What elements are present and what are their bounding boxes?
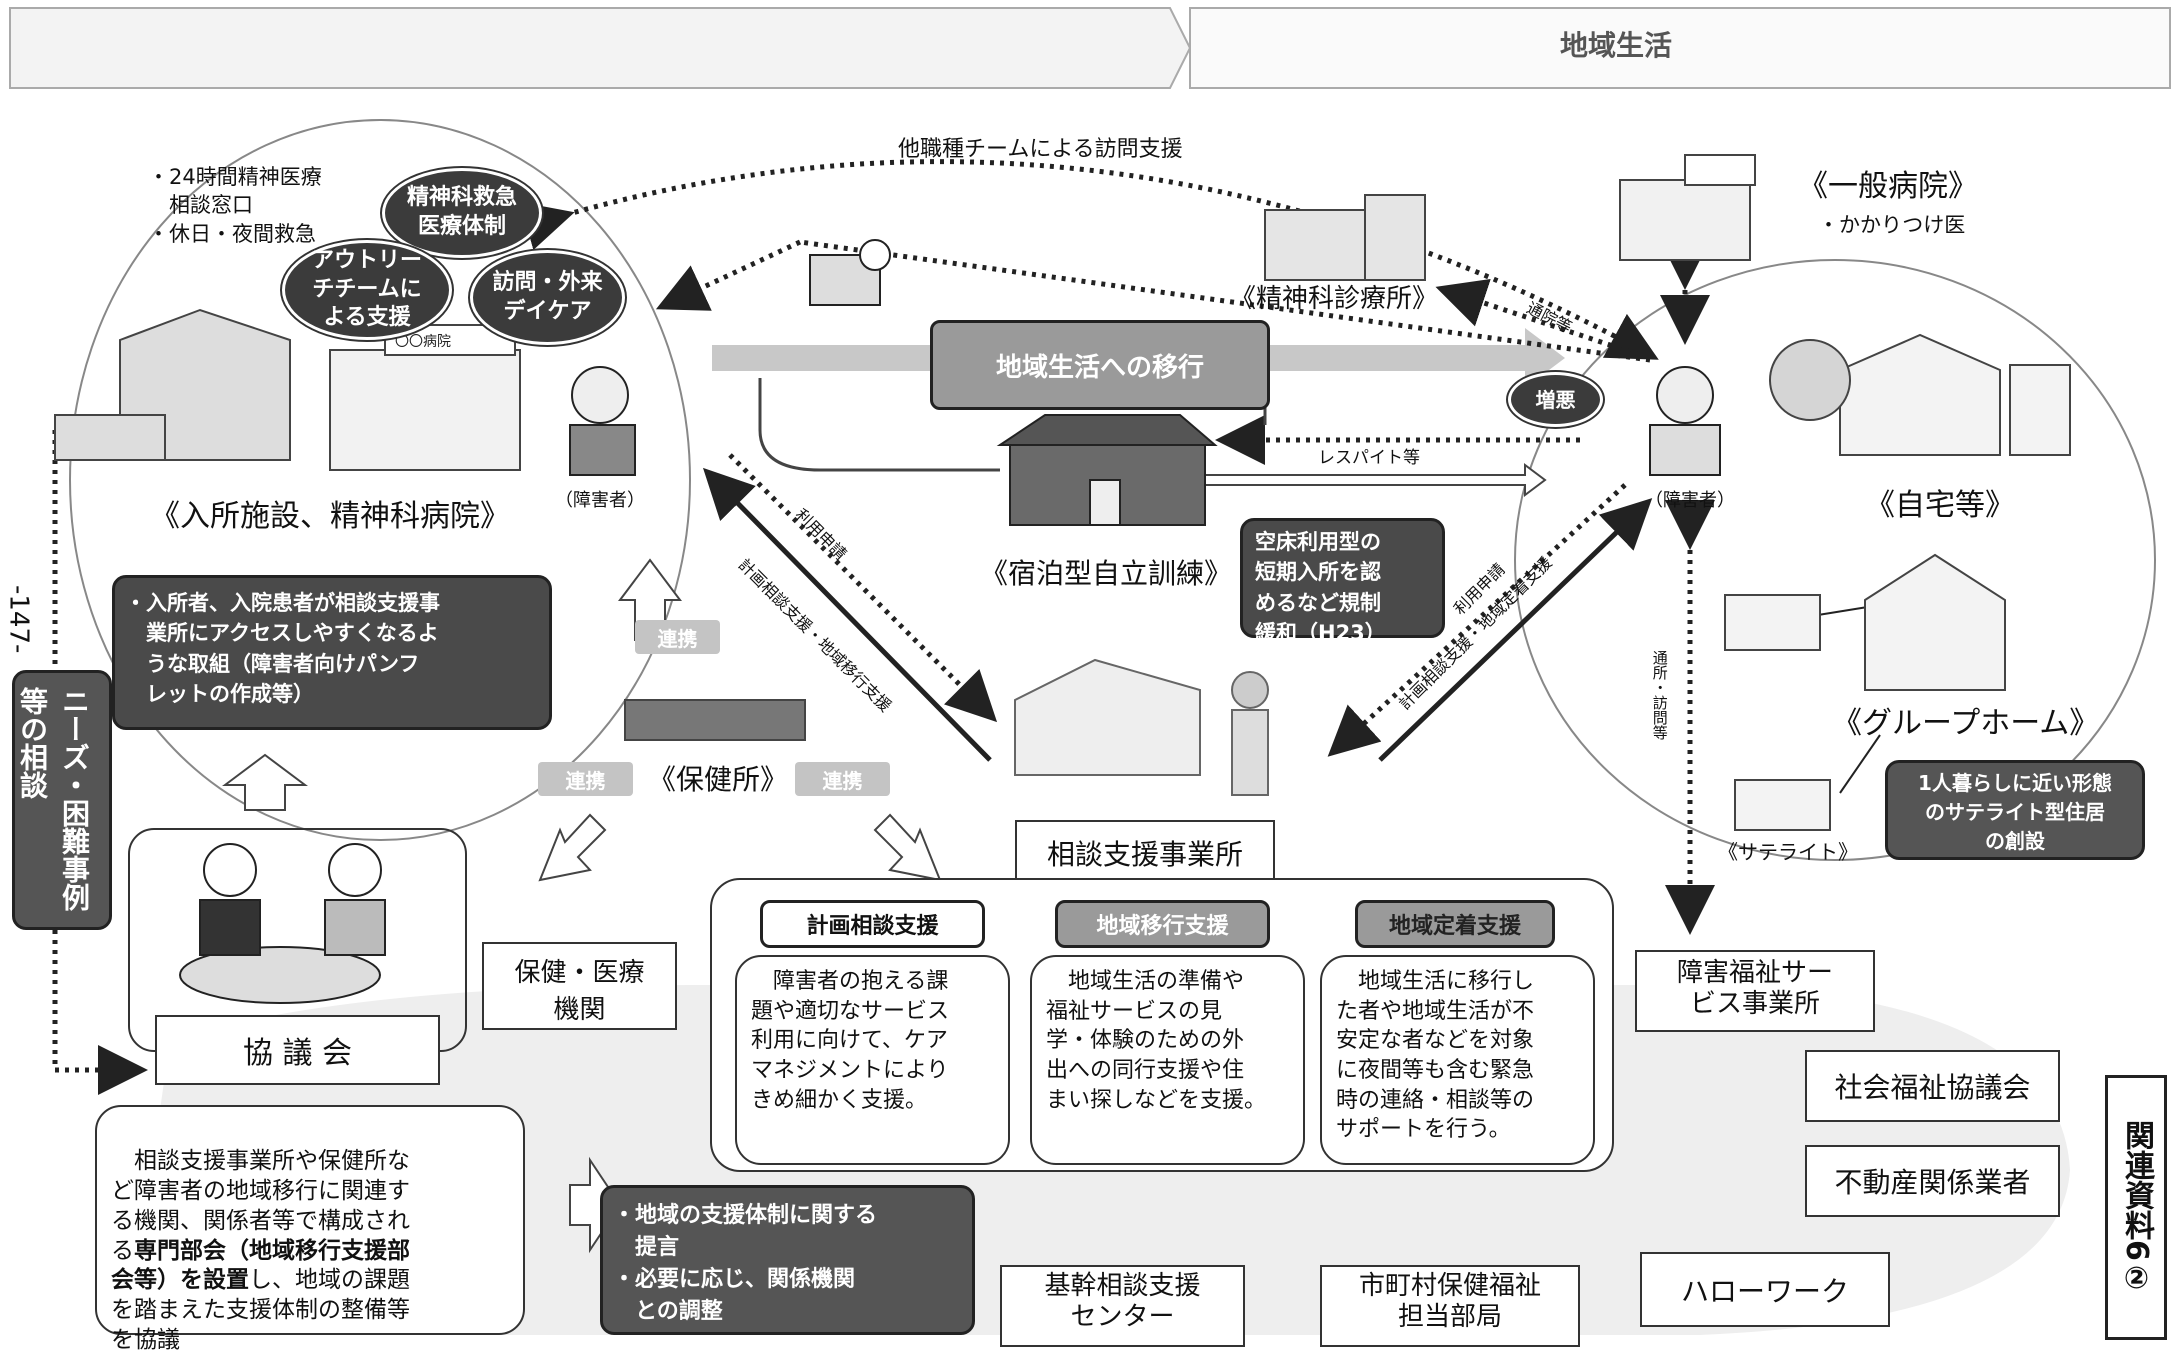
right-solid-up (1378, 498, 1653, 762)
core-consult-center: 基幹相談支援 センター (1000, 1265, 1245, 1347)
banner-arrow (9, 7, 1192, 89)
training-callout: 空床利用型の 短期入所を認 めるなど規制 緩和（H23） (1240, 518, 1445, 645)
plan-support-title: 計画相談支援 (760, 900, 985, 948)
plan-support-body: 障害者の抱える課 題や適切なサービス 利用に向けて、ケア マネジメントにより き… (735, 955, 1010, 1165)
person-left (569, 366, 636, 476)
clinic-label: 《精神科診療所》 (1230, 284, 1439, 314)
banner-label: 地域生活 (1560, 29, 1673, 62)
meeting-illustration (179, 843, 386, 1004)
satellite-label: 《サテライト》 (1718, 840, 1858, 864)
council-label-box: 協 議 会 (155, 1015, 440, 1085)
council-desc-part2: し、地域の課題 を踏まえた支援体制の整備等 を協議 (111, 1267, 410, 1354)
proposal-box: ・地域の支援体制に関する 提言 ・必要に応じ、関係機関 との調整 (600, 1185, 975, 1335)
training-out-arrow (1204, 463, 1547, 497)
home-label: 《自宅等》 (1865, 488, 2015, 523)
left-dotted-down (728, 453, 998, 723)
needs-loop (52, 422, 148, 1095)
consult-office-label: 相談支援事業所 (1015, 820, 1275, 885)
hollow-arrow-up-center (222, 753, 308, 811)
emergency-psych-oval: 精神科救急 医療体制 (382, 168, 542, 258)
visit-vertical-label: 通所・訪問等 (1650, 650, 1669, 740)
hello-work: ハローワーク (1640, 1252, 1890, 1327)
hollow-arrow-left-down (538, 813, 607, 882)
training-label: 《宿泊型自立訓練》 (980, 557, 1233, 590)
training-bracket-left (758, 378, 1000, 472)
social-welfare-council: 社会福祉協議会 (1805, 1050, 2060, 1122)
respite-label: レスパイト等 (1318, 448, 1420, 468)
settle-support-title: 地域定着支援 (1355, 900, 1555, 948)
link-tag-right: 連携 (795, 762, 890, 796)
right-region-ellipse (1514, 259, 2156, 861)
dotted-to-outreach (799, 239, 1651, 363)
gh-connector-2 (1839, 734, 1881, 794)
council-desc-panel: 相談支援事業所や保健所な ど障害者の地域移行に関連す る機関、関係者等で構成され… (95, 1105, 525, 1353)
needs-difficulty-box: ニーズ・困難事例 等の相談 (12, 670, 112, 930)
institution-building (54, 308, 291, 461)
left-region-ellipse (69, 119, 691, 841)
person-left-caption: （障害者） (555, 490, 645, 511)
institution-hospital-label: 《入所施設、精神科病院》 (150, 499, 510, 534)
hollow-arrow-right-down (873, 813, 942, 882)
real-estate-agents: 不動産関係業者 (1805, 1145, 2060, 1217)
transition-support-title: 地域移行支援 (1055, 900, 1270, 948)
health-med-box: 保健・医療 機関 (482, 942, 677, 1030)
car-and-staff (1014, 658, 1269, 796)
visit-daycare-oval: 訪問・外来 デイケア (470, 250, 625, 345)
home-house (1769, 333, 2071, 456)
settle-support-body: 地域生活に移行し た者や地域生活が不 安定な者などを対象 に夜間等も含む緊急 時… (1320, 955, 1595, 1165)
dotted-to-visit (655, 239, 802, 311)
banner-bar (1189, 7, 2171, 89)
municipal-health-dept: 市町村保健福祉 担当部局 (1320, 1265, 1580, 1347)
council-desc-part1: 相談支援事業所や保健所な ど障害者の地域移行に関連す る機関、関係者等で構成され… (111, 1147, 410, 1264)
transition-box: 地域生活への移行 (930, 320, 1270, 410)
general-hospital-label: 《一般病院》 (1798, 169, 1978, 204)
page-number: -147- (3, 585, 34, 654)
satellite-callout: 1人暮らしに近い形態 のサテライト型住居 の創設 (1885, 760, 2145, 860)
group-home-house (1724, 553, 2006, 831)
related-material-label: 関連資料6② (2105, 1075, 2167, 1340)
person-right (1649, 366, 1721, 476)
transition-support-body: 地域生活の準備や 福祉サービスの見 学・体験のための外 出への同行支援や住 まい… (1030, 955, 1305, 1165)
general-hospital-building (1619, 154, 1756, 261)
hospital-building: 〇〇病院 (329, 324, 521, 471)
svg-text:〇〇病院: 〇〇病院 (395, 334, 451, 350)
link-tag-top: 連携 (635, 620, 720, 654)
council-desc-bold: 専門部会（地域移行支援部 会等）を設置 (111, 1237, 410, 1294)
dotted-to-clinic (1435, 278, 1641, 358)
worsen-badge: 増悪 (1508, 372, 1603, 427)
general-hospital-sub: ・かかりつけ医 (1818, 213, 1966, 237)
visit-support-label: 他職種チームによる訪問支援 (898, 137, 1183, 162)
health-center-label: 《保健所》 (648, 763, 789, 796)
link-tag-left: 連携 (538, 762, 633, 796)
welfare-service-office: 障害福祉サー ビス事業所 (1635, 950, 1875, 1032)
clinic-building (1264, 194, 1426, 281)
visit-illustration (809, 239, 891, 306)
health-center-building (624, 699, 806, 741)
access-initiative-box: ・入所者、入院患者が相談支援事 業所にアクセスしやすくなるよ うな取組（障害者向… (112, 575, 552, 730)
training-house (996, 414, 1218, 526)
left-solid-up (702, 467, 992, 762)
hospital-notes: ・24時間精神医療 相談窓口 ・休日・夜間救急 (148, 165, 322, 246)
group-home-label: 《グループホーム》 (1832, 706, 2100, 741)
person-right-caption: （障害者） (1645, 490, 1735, 511)
outreach-team-oval: アウトリー チチームに よる支援 (282, 240, 452, 340)
